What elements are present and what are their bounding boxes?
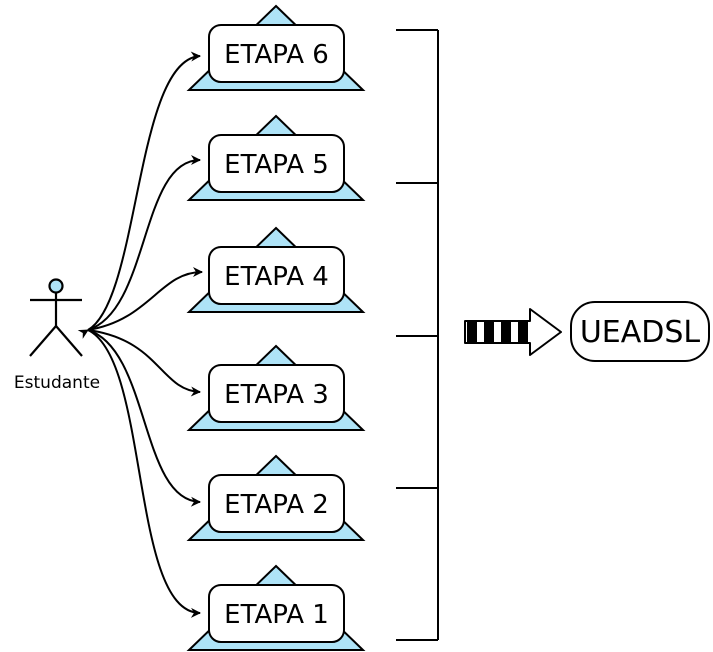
stage-label: ETAPA 6 (224, 40, 329, 70)
stage-label: ETAPA 1 (224, 600, 329, 630)
actor-connectors (77, 51, 203, 618)
stage-box (208, 584, 345, 643)
actor: Estudante (14, 278, 100, 393)
stage-box (208, 364, 345, 423)
actor-head (48, 278, 64, 294)
connector-to-etapa-2 (87, 329, 201, 507)
stage-node-etapa-4: ETAPA 4 (186, 226, 366, 313)
grouping-bracket (396, 29, 439, 641)
stage-label: ETAPA 4 (224, 262, 329, 292)
stage-node-etapa-2: ETAPA 2 (186, 454, 366, 541)
stage-box (208, 134, 345, 193)
connector-to-etapa-4 (87, 267, 203, 331)
connector-to-etapa-6 (77, 51, 201, 339)
stage-label: ETAPA 5 (224, 150, 329, 180)
target-node: UEADSL (570, 301, 710, 362)
stage-node-etapa-6: ETAPA 6 (186, 4, 366, 91)
target-box (570, 301, 710, 362)
stick-figure-icon (29, 278, 83, 357)
connector-to-etapa-3 (87, 329, 201, 397)
stage-node-etapa-1: ETAPA 1 (186, 564, 366, 651)
stage-box (208, 474, 345, 533)
stage-nodes: ETAPA 6 ETAPA 5 ETAPA 4 ETAPA 3 ETAPA 2 (186, 4, 366, 651)
connector-to-etapa-5 (87, 155, 201, 331)
stage-label: ETAPA 3 (224, 380, 329, 410)
stage-node-etapa-3: ETAPA 3 (186, 344, 366, 431)
stage-node-etapa-5: ETAPA 5 (186, 114, 366, 201)
target-label: UEADSL (580, 315, 701, 350)
stage-box (208, 24, 345, 83)
stage-box (208, 246, 345, 305)
striped-arrow-icon (464, 308, 562, 356)
stage-label: ETAPA 2 (224, 490, 329, 520)
actor-label: Estudante (14, 373, 100, 393)
connector-to-etapa-1 (87, 329, 201, 618)
